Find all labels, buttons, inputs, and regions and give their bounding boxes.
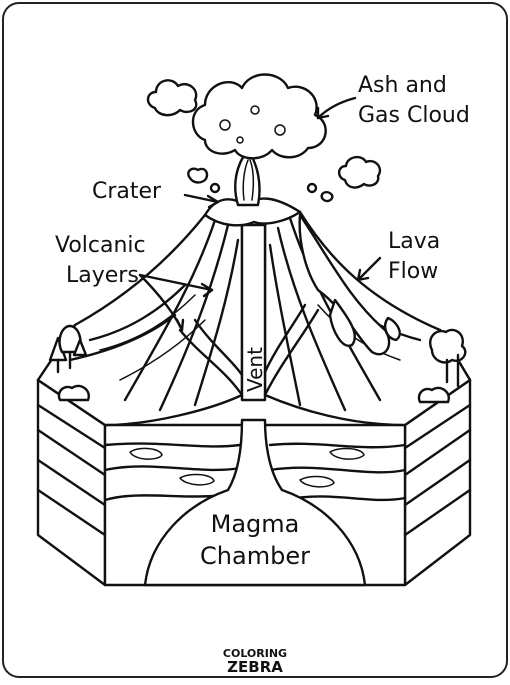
label-ash-cloud-line1: Ash and [358, 73, 447, 98]
label-crater: Crater [92, 179, 162, 204]
label-volcanic-layers-line1: Volcanic [55, 233, 146, 258]
label-volcanic-layers-line2: Layers [66, 263, 139, 288]
brand-line2: ZEBRA [227, 658, 283, 676]
label-vent: Vent [243, 347, 267, 392]
label-magma-chamber-line1: Magma [211, 510, 300, 538]
cloud-puff-left [148, 80, 196, 115]
label-lava-flow-line1: Lava [388, 229, 440, 254]
brand-logo: COLORING ZEBRA [223, 647, 287, 676]
label-magma-chamber-line2: Chamber [200, 542, 310, 570]
ash-cloud [193, 75, 326, 159]
cloud-puff-right [339, 157, 380, 187]
label-ash-cloud-line2: Gas Cloud [358, 103, 470, 128]
label-lava-flow-line2: Flow [388, 259, 438, 284]
